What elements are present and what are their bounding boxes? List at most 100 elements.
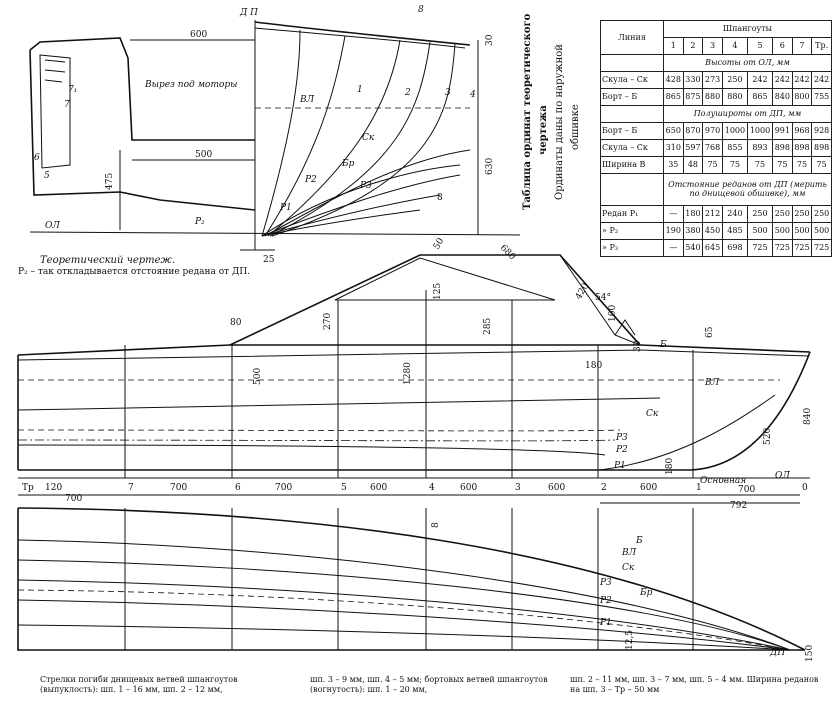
frame-header: Тр.	[811, 36, 832, 55]
side-dim-80: 80	[230, 318, 242, 328]
chine-line-ck	[264, 149, 471, 237]
cell: 450	[702, 221, 723, 240]
plan-label-vl: ВЛ	[621, 548, 637, 558]
plan-label-p2: P2	[599, 596, 612, 606]
station-mark-1: 1	[696, 483, 702, 493]
cell: 880	[721, 87, 748, 106]
cell: 48	[682, 155, 704, 174]
cell: 330	[682, 70, 704, 89]
label-motor-cutout: Вырез под моторы	[144, 80, 238, 90]
cell: —	[663, 238, 684, 258]
group-heading-redans: Отстояние реданов от ДП (мерить по днище…	[663, 172, 832, 206]
cell: 893	[746, 138, 774, 157]
bow-chine-side	[599, 394, 776, 471]
dim-30: 30	[485, 34, 495, 46]
frame-curve-3	[267, 39, 401, 237]
redan-line-p1	[261, 209, 421, 237]
cell: 991	[772, 121, 793, 140]
station-mark-0: 0	[802, 483, 808, 493]
station-mark-5: 5	[341, 483, 347, 493]
cell: 725	[772, 238, 793, 258]
row-name: » P₂	[600, 221, 664, 240]
label-p1: P1	[279, 203, 292, 213]
col-header-line: Линия	[600, 20, 664, 55]
cell: 645	[702, 238, 723, 258]
cell: 75	[811, 155, 832, 174]
col-header-frames: Шпангоуты	[663, 20, 832, 38]
table-header-row: Линия Шпангоуты	[600, 20, 832, 55]
dim-8: 8	[437, 193, 443, 203]
cell: 242	[811, 70, 832, 89]
plan-line-bp	[17, 589, 791, 651]
cell: 75	[772, 155, 793, 174]
bottom-caption-col2: шп. 3 – 9 мм, шп. 4 – 5 мм; бортовых вет…	[310, 675, 548, 694]
redan-p3-side	[17, 429, 621, 432]
cell: 190	[663, 221, 684, 240]
row-name: Ширина В	[600, 155, 664, 174]
frame-num-7-1: 7₁	[68, 85, 77, 95]
frame-header: 7	[791, 36, 813, 55]
cell: 500	[811, 221, 832, 240]
station-mark-7: 7	[128, 483, 134, 493]
dim-630: 630	[485, 158, 495, 175]
table-row: Борт – Б 865 875 880 880 865 840 800 755	[600, 87, 832, 106]
frame-num-5: 5	[44, 171, 50, 181]
table-title-line4: обшивке	[570, 104, 581, 150]
row-name: Борт – Б	[600, 121, 664, 140]
row-name: Скула – Ск	[600, 138, 664, 157]
table-row: » P₂ 190 380 450 485 500 500 500 500	[600, 221, 832, 240]
cell: 500	[772, 221, 793, 240]
side-label-ol: ОЛ	[775, 471, 790, 481]
plan-label-b: Б	[635, 536, 643, 546]
cell: 928	[811, 121, 832, 140]
label-bp: Бр	[341, 159, 355, 169]
cell: 250	[772, 204, 793, 223]
cell: 212	[702, 204, 723, 223]
transom-outline	[29, 49, 256, 211]
frame-num-3: 3	[445, 88, 451, 98]
table-title-line1: Таблица ординат теоретического	[522, 13, 533, 210]
frame-num-1: 1	[357, 85, 363, 95]
label-p3: P3	[359, 181, 372, 191]
redan-p1-side	[17, 444, 606, 456]
frame-num-7: 7	[64, 100, 70, 110]
spacing-600-b: 600	[460, 483, 477, 493]
plan-label-ck: Ск	[622, 563, 635, 573]
frame-header: 2	[682, 36, 704, 55]
side-label-b: Б	[659, 340, 667, 350]
side-dim-420: 420	[574, 281, 591, 301]
transom-panel	[39, 54, 71, 169]
deck-line	[254, 27, 466, 49]
frame-header: 6	[772, 36, 793, 55]
side-label-tp: Тр	[22, 483, 34, 493]
side-dim-500: 500	[253, 368, 263, 385]
side-label-p2: P2	[615, 445, 628, 455]
spacing-600-d: 600	[640, 483, 657, 493]
redan-line-p2	[261, 194, 441, 237]
cell: 380	[682, 221, 704, 240]
plan-line-p2	[17, 599, 791, 651]
cell: 428	[663, 70, 684, 89]
bottom-caption-col3: шп. 2 – 11 мм, шп. 3 – 7 мм, шп. 5 – 4 м…	[570, 675, 819, 694]
cell: 840	[772, 87, 793, 106]
cell: 500	[746, 221, 774, 240]
dim-25: 25	[263, 255, 275, 265]
side-label-osnovnaya: Основная	[700, 476, 746, 486]
frame-header: 5	[746, 36, 774, 55]
frame-curve-2	[264, 35, 346, 237]
plan-line-b	[17, 507, 806, 651]
frame-header: 4	[721, 36, 748, 55]
cell: 865	[663, 87, 684, 106]
frame-curve-5	[271, 43, 456, 237]
cell: 880	[702, 87, 723, 106]
cell: 898	[811, 138, 832, 157]
cell: 250	[721, 70, 748, 89]
side-dim-180b: 180	[665, 458, 675, 475]
cell: 310	[663, 138, 684, 157]
cabin-outline	[229, 254, 641, 346]
cell: 242	[772, 70, 793, 89]
station-mark-4: 4	[429, 483, 435, 493]
cell: 698	[721, 238, 748, 258]
frame-number-row: 1 2 3 4 5 6 7 Тр.	[601, 36, 832, 55]
